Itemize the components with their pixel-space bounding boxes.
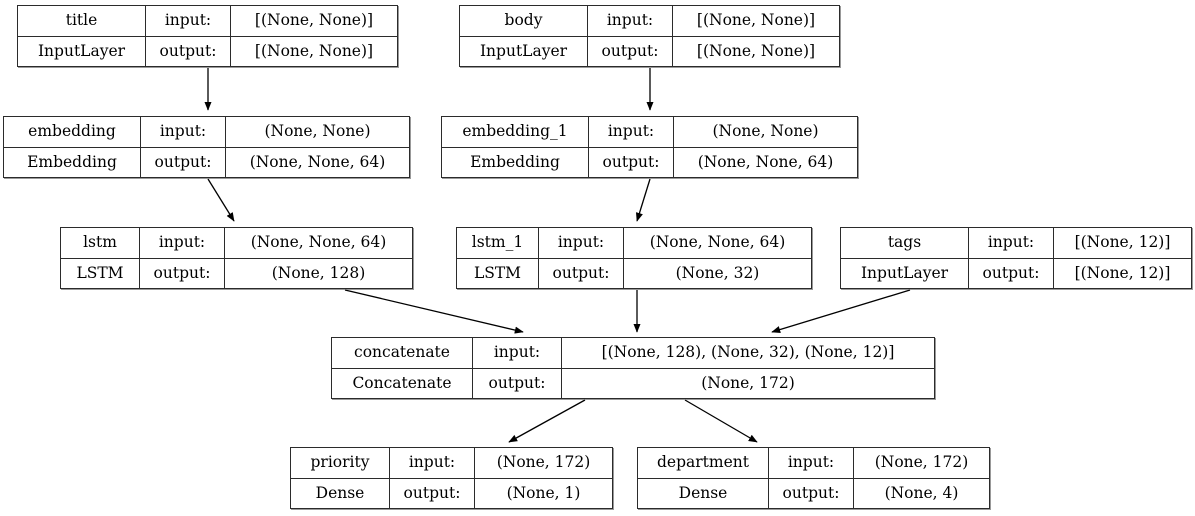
edge-embedding_1-to-lstm_1 <box>635 178 651 222</box>
node-title-class: InputLayer <box>18 36 146 66</box>
node-lstm-output-label: output: <box>140 258 225 288</box>
edge-concatenate-to-priority <box>508 399 586 443</box>
node-body-input-row: body input: [(None, None)] <box>460 6 839 37</box>
node-lstm-input-label: input: <box>140 228 225 258</box>
node-priority[interactable]: priority input: (None, 172) Dense output… <box>290 447 613 509</box>
node-lstm_1-class: LSTM <box>457 258 539 288</box>
node-body-output-row: InputLayer output: [(None, None)] <box>460 36 839 66</box>
node-embedding_1-input-shape: (None, None) <box>712 122 819 140</box>
node-lstm_1-name: lstm_1 <box>457 228 539 258</box>
node-concatenate-input-row: concatenate input: [(None, 128), (None, … <box>332 338 934 369</box>
node-tags-input-row: tags input: [(None, 12)] <box>841 228 1191 259</box>
edge-embedding-to-lstm <box>207 178 235 222</box>
node-priority-name: priority <box>291 448 390 478</box>
node-department-input-label: input: <box>769 448 854 478</box>
node-lstm_1-input-label: input: <box>539 228 624 258</box>
node-title[interactable]: title input: [(None, None)] InputLayer o… <box>17 5 398 67</box>
node-concatenate-output-label: output: <box>473 368 562 398</box>
node-concatenate[interactable]: concatenate input: [(None, 128), (None, … <box>331 337 935 399</box>
node-title-output-shape: [(None, None)] <box>254 41 374 60</box>
node-embedding-input-shape: (None, None) <box>264 122 371 140</box>
node-concatenate-input-label: input: <box>473 338 562 368</box>
node-lstm[interactable]: lstm input: (None, None, 64) LSTM output… <box>60 227 413 289</box>
node-lstm_1-output-row: LSTM output: (None, 32) <box>457 258 811 288</box>
edge-lstm-to-concatenate <box>344 289 524 334</box>
node-lstm_1-output-label: output: <box>539 258 624 288</box>
node-body-input-shape: [(None, None)] <box>696 11 816 29</box>
node-embedding-output-label: output: <box>141 147 226 177</box>
node-concatenate-name: concatenate <box>332 338 473 368</box>
node-embedding-input-row: embedding input: (None, None) <box>4 117 409 148</box>
node-lstm-output-shape: (None, 128) <box>271 263 366 282</box>
node-department-class: Dense <box>638 478 769 508</box>
node-lstm-output-row: LSTM output: (None, 128) <box>61 258 412 288</box>
node-lstm-class: LSTM <box>61 258 140 288</box>
node-priority-output-label: output: <box>390 478 475 508</box>
node-concatenate-input-shape: [(None, 128), (None, 32), (None, 12)] <box>601 343 895 361</box>
node-embedding-name: embedding <box>4 117 141 147</box>
node-lstm_1-input-shape: (None, None, 64) <box>649 233 786 251</box>
node-tags-output-label: output: <box>969 258 1054 288</box>
node-department-input-shape: (None, 172) <box>874 453 969 471</box>
node-lstm_1-input-row: lstm_1 input: (None, None, 64) <box>457 228 811 259</box>
node-embedding_1-output-label: output: <box>589 147 674 177</box>
node-body[interactable]: body input: [(None, None)] InputLayer ou… <box>459 5 840 67</box>
node-embedding-output-shape: (None, None, 64) <box>249 152 386 171</box>
node-embedding_1-class: Embedding <box>442 147 589 177</box>
edge-concatenate-to-department <box>684 399 758 443</box>
node-lstm-input-row: lstm input: (None, None, 64) <box>61 228 412 259</box>
node-tags-class: InputLayer <box>841 258 969 288</box>
node-embedding-class: Embedding <box>4 147 141 177</box>
node-tags[interactable]: tags input: [(None, 12)] InputLayer outp… <box>840 227 1192 289</box>
node-embedding-input-label: input: <box>141 117 226 147</box>
node-department-input-row: department input: (None, 172) <box>638 448 989 479</box>
node-body-class: InputLayer <box>460 36 588 66</box>
node-body-output-label: output: <box>588 36 673 66</box>
node-priority-input-row: priority input: (None, 172) <box>291 448 612 479</box>
node-embedding_1[interactable]: embedding_1 input: (None, None) Embeddin… <box>441 116 858 178</box>
node-department[interactable]: department input: (None, 172) Dense outp… <box>637 447 990 509</box>
node-tags-input-label: input: <box>969 228 1054 258</box>
node-body-output-shape: [(None, None)] <box>696 41 816 60</box>
node-concatenate-output-shape: (None, 172) <box>701 373 795 392</box>
node-tags-name: tags <box>841 228 969 258</box>
node-embedding[interactable]: embedding input: (None, None) Embedding … <box>3 116 410 178</box>
node-lstm_1-output-shape: (None, 32) <box>675 263 760 282</box>
node-priority-output-row: Dense output: (None, 1) <box>291 478 612 508</box>
node-lstm-input-shape: (None, None, 64) <box>250 233 387 251</box>
node-tags-output-row: InputLayer output: [(None, 12)] <box>841 258 1191 288</box>
node-embedding_1-input-label: input: <box>589 117 674 147</box>
node-title-output-row: InputLayer output: [(None, None)] <box>18 36 397 66</box>
node-embedding-output-row: Embedding output: (None, None, 64) <box>4 147 409 177</box>
edge-tags-to-concatenate <box>771 289 911 334</box>
node-priority-class: Dense <box>291 478 390 508</box>
node-department-output-shape: (None, 4) <box>884 483 959 502</box>
node-title-input-row: title input: [(None, None)] <box>18 6 397 37</box>
node-concatenate-output-row: Concatenate output: (None, 172) <box>332 368 934 398</box>
node-priority-output-shape: (None, 1) <box>506 483 581 502</box>
node-embedding_1-name: embedding_1 <box>442 117 589 147</box>
node-embedding_1-output-shape: (None, None, 64) <box>697 152 834 171</box>
node-embedding_1-input-row: embedding_1 input: (None, None) <box>442 117 857 148</box>
node-body-input-label: input: <box>588 6 673 36</box>
node-lstm_1[interactable]: lstm_1 input: (None, None, 64) LSTM outp… <box>456 227 812 289</box>
node-title-input-shape: [(None, None)] <box>254 11 374 29</box>
node-priority-input-label: input: <box>390 448 475 478</box>
node-title-output-label: output: <box>146 36 231 66</box>
node-concatenate-class: Concatenate <box>332 368 473 398</box>
node-title-name: title <box>18 6 146 36</box>
node-department-name: department <box>638 448 769 478</box>
node-lstm-name: lstm <box>61 228 140 258</box>
node-tags-output-shape: [(None, 12)] <box>1074 263 1171 282</box>
node-body-name: body <box>460 6 588 36</box>
node-department-output-label: output: <box>769 478 854 508</box>
node-priority-input-shape: (None, 172) <box>496 453 591 471</box>
node-embedding_1-output-row: Embedding output: (None, None, 64) <box>442 147 857 177</box>
node-tags-input-shape: [(None, 12)] <box>1074 233 1171 251</box>
node-department-output-row: Dense output: (None, 4) <box>638 478 989 508</box>
node-title-input-label: input: <box>146 6 231 36</box>
